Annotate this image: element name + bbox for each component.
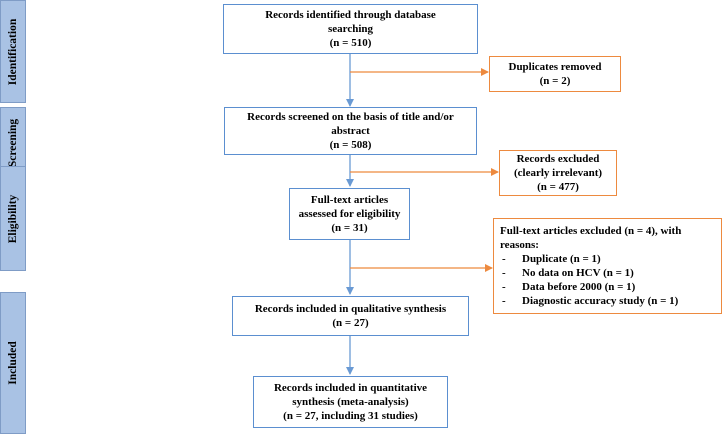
quantitative-line1: Records included in quantitative bbox=[273, 382, 428, 394]
phase-included: Included bbox=[0, 292, 26, 434]
fulltext-line2: assessed for eligibility bbox=[298, 208, 401, 220]
fulltext-excluded-heading1: Full-text articles excluded (n = 4), wit… bbox=[500, 225, 682, 237]
box-fulltext-excluded: Full-text articles excluded (n = 4), wit… bbox=[493, 218, 722, 314]
fulltext-excluded-heading2: reasons: bbox=[500, 239, 539, 251]
quantitative-count: (n = 27, including 31 studies) bbox=[283, 410, 418, 422]
box-qualitative-synthesis: Records included in qualitative synthesi… bbox=[232, 296, 469, 336]
qualitative-line1: Records included in qualitative synthesi… bbox=[254, 303, 447, 315]
list-item: Duplicate (n = 1) bbox=[500, 252, 715, 266]
quantitative-line2: synthesis (meta-analysis) bbox=[292, 396, 409, 408]
list-item: No data on HCV (n = 1) bbox=[500, 266, 715, 280]
identified-line2: searching bbox=[327, 23, 374, 35]
excluded-line1: Records excluded bbox=[516, 153, 600, 165]
box-duplicates-removed: Duplicates removed (n = 2) bbox=[489, 56, 621, 92]
box-records-screened: Records screened on the basis of title a… bbox=[224, 107, 477, 155]
excluded-count: (n = 477) bbox=[537, 181, 579, 193]
phase-eligibility: Eligibility bbox=[0, 166, 26, 271]
screened-line2: abstract bbox=[331, 125, 370, 137]
qualitative-count: (n = 27) bbox=[332, 317, 369, 329]
fulltext-line1: Full-text articles bbox=[310, 194, 389, 206]
identified-line1: Records identified through database bbox=[265, 9, 436, 21]
screened-count: (n = 508) bbox=[329, 139, 372, 151]
box-fulltext-assessed: Full-text articles assessed for eligibil… bbox=[289, 188, 410, 240]
fulltext-count: (n = 31) bbox=[331, 222, 368, 234]
list-item: Diagnostic accuracy study (n = 1) bbox=[500, 294, 715, 308]
box-quantitative-synthesis: Records included in quantitative synthes… bbox=[253, 376, 448, 428]
list-item: Data before 2000 (n = 1) bbox=[500, 280, 715, 294]
excluded-line2: (clearly irrelevant) bbox=[513, 167, 603, 179]
exclusion-reasons-list: Duplicate (n = 1) No data on HCV (n = 1)… bbox=[500, 252, 715, 308]
screened-line1: Records screened on the basis of title a… bbox=[247, 111, 454, 123]
phase-identification: Identification bbox=[0, 0, 26, 103]
identified-count: (n = 510) bbox=[329, 37, 372, 49]
duplicates-count: (n = 2) bbox=[539, 75, 571, 87]
duplicates-label: Duplicates removed bbox=[508, 61, 602, 73]
box-records-identified: Records identified through database sear… bbox=[223, 4, 478, 54]
box-records-excluded: Records excluded (clearly irrelevant) (n… bbox=[499, 150, 617, 196]
